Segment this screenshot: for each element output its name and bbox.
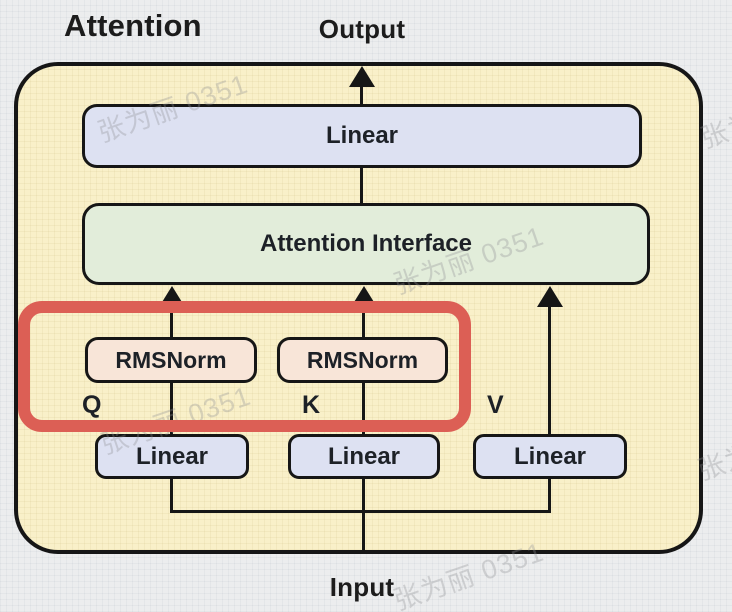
q-linear-box: Linear [95, 434, 249, 479]
diagram-title: Attention [64, 8, 202, 43]
connector-line-q-stub [170, 478, 173, 513]
up-arrowhead-output [349, 66, 375, 87]
attention-interface-box: Attention Interface [82, 203, 650, 285]
connector-line-input [362, 478, 365, 552]
k-label: K [302, 391, 321, 419]
output-projection-linear-box: Linear [82, 104, 642, 168]
connector-line-linear-to-interface [360, 166, 363, 205]
v-label: V [487, 391, 504, 419]
up-arrowhead-v [537, 286, 563, 307]
qk-norm-highlight-rectangle [18, 301, 471, 432]
connector-line-k-linear-to-rmsnorm [362, 382, 365, 435]
input-label: Input [329, 572, 395, 602]
v-linear-box: Linear [473, 434, 627, 479]
rmsnorm-q-box: RMSNorm [85, 337, 257, 383]
connector-line-v-arrow [548, 302, 551, 435]
k-linear-box: Linear [288, 434, 440, 479]
q-label: Q [82, 391, 102, 419]
connector-line-q-linear-to-rmsnorm [170, 382, 173, 435]
connector-line-k-arrow [362, 302, 365, 338]
connector-line-output [360, 83, 363, 106]
rmsnorm-k-box: RMSNorm [277, 337, 448, 383]
connector-line-v-stub [548, 478, 551, 513]
output-label: Output [318, 14, 406, 44]
connector-line-input-fanout [170, 510, 551, 513]
connector-line-q-arrow [170, 302, 173, 338]
